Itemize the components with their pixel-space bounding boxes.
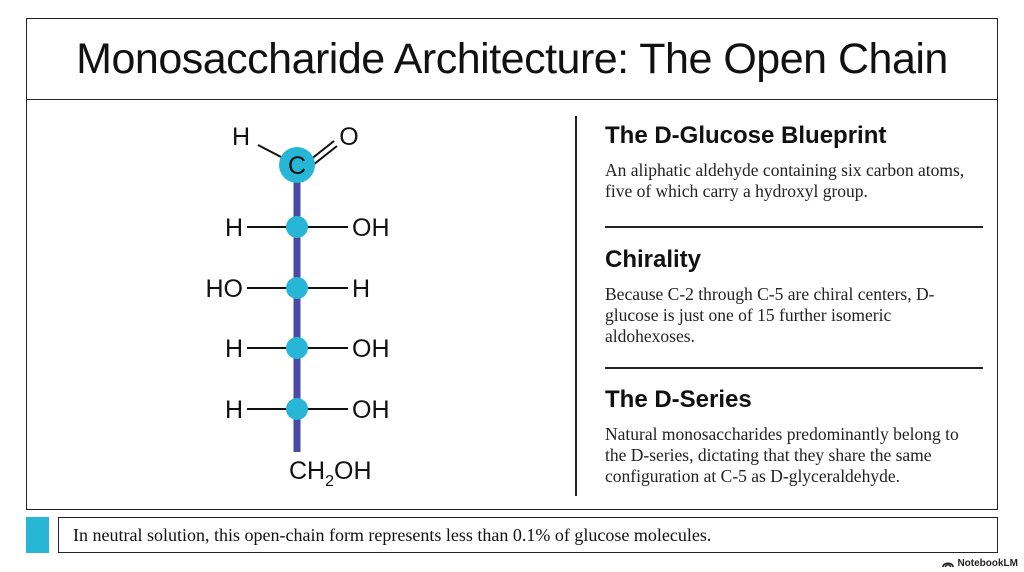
row4-right-label: OH [352, 396, 390, 424]
row3-right-label: OH [352, 335, 390, 363]
row1-left-label: H [225, 214, 243, 242]
row2-left-label: HO [206, 275, 244, 303]
title-box: Monosaccharide Architecture: The Open Ch… [26, 18, 998, 100]
c4-node [286, 337, 308, 359]
glucose-fischer-projection: C H O H OH HO H H OH H OH CH2OH [206, 123, 390, 490]
section-glucose-blueprint: The D-Glucose Blueprint An aliphatic ald… [605, 122, 989, 202]
section-heading: The D-Series [605, 386, 752, 413]
c3-node [286, 277, 308, 299]
row4-left-label: H [225, 396, 243, 424]
footnote-text: In neutral solution, this open-chain for… [73, 524, 712, 545]
section-chirality: Chirality Because C-2 through C-5 are ch… [605, 246, 989, 347]
section-separator [605, 367, 983, 369]
carbonyl-double-bond-1 [309, 140, 335, 161]
c2-node [286, 216, 308, 238]
row1-right-label: OH [352, 214, 390, 242]
page-title: Monosaccharide Architecture: The Open Ch… [76, 35, 948, 83]
section-body: An aliphatic aldehyde containing six car… [605, 160, 965, 201]
section-body: Because C-2 through C-5 are chiral cente… [605, 284, 935, 346]
notebooklm-logo-icon [942, 562, 955, 568]
section-d-series: The D-Series Natural monosaccharides pre… [605, 386, 989, 487]
aldehyde-h-bond [257, 144, 284, 159]
carbonyl-o-label: O [339, 123, 358, 151]
section-heading: Chirality [605, 246, 702, 273]
c6-hydroxymethyl-label: CH2OH [289, 457, 372, 490]
aldehyde-h-label: H [232, 123, 250, 151]
note-accent-bar [26, 517, 49, 553]
section-body: Natural monosaccharides predominantly be… [605, 424, 959, 486]
column-divider [575, 116, 577, 496]
section-heading: The D-Glucose Blueprint [605, 122, 887, 149]
row2-right-label: H [352, 275, 370, 303]
footnote-box: In neutral solution, this open-chain for… [58, 517, 998, 553]
branding-label: NotebookLM [957, 558, 1018, 569]
c5-node [286, 398, 308, 420]
c1-carbon-node [279, 147, 315, 183]
carbonyl-double-bond-2 [312, 145, 338, 166]
branding-badge: NotebookLM [942, 558, 1018, 569]
row3-left-label: H [225, 335, 243, 363]
c1-carbon-label: C [288, 152, 306, 180]
section-separator [605, 226, 983, 228]
content-panel: C H O H OH HO H H OH H OH CH2OH The D-Gl… [26, 99, 998, 510]
